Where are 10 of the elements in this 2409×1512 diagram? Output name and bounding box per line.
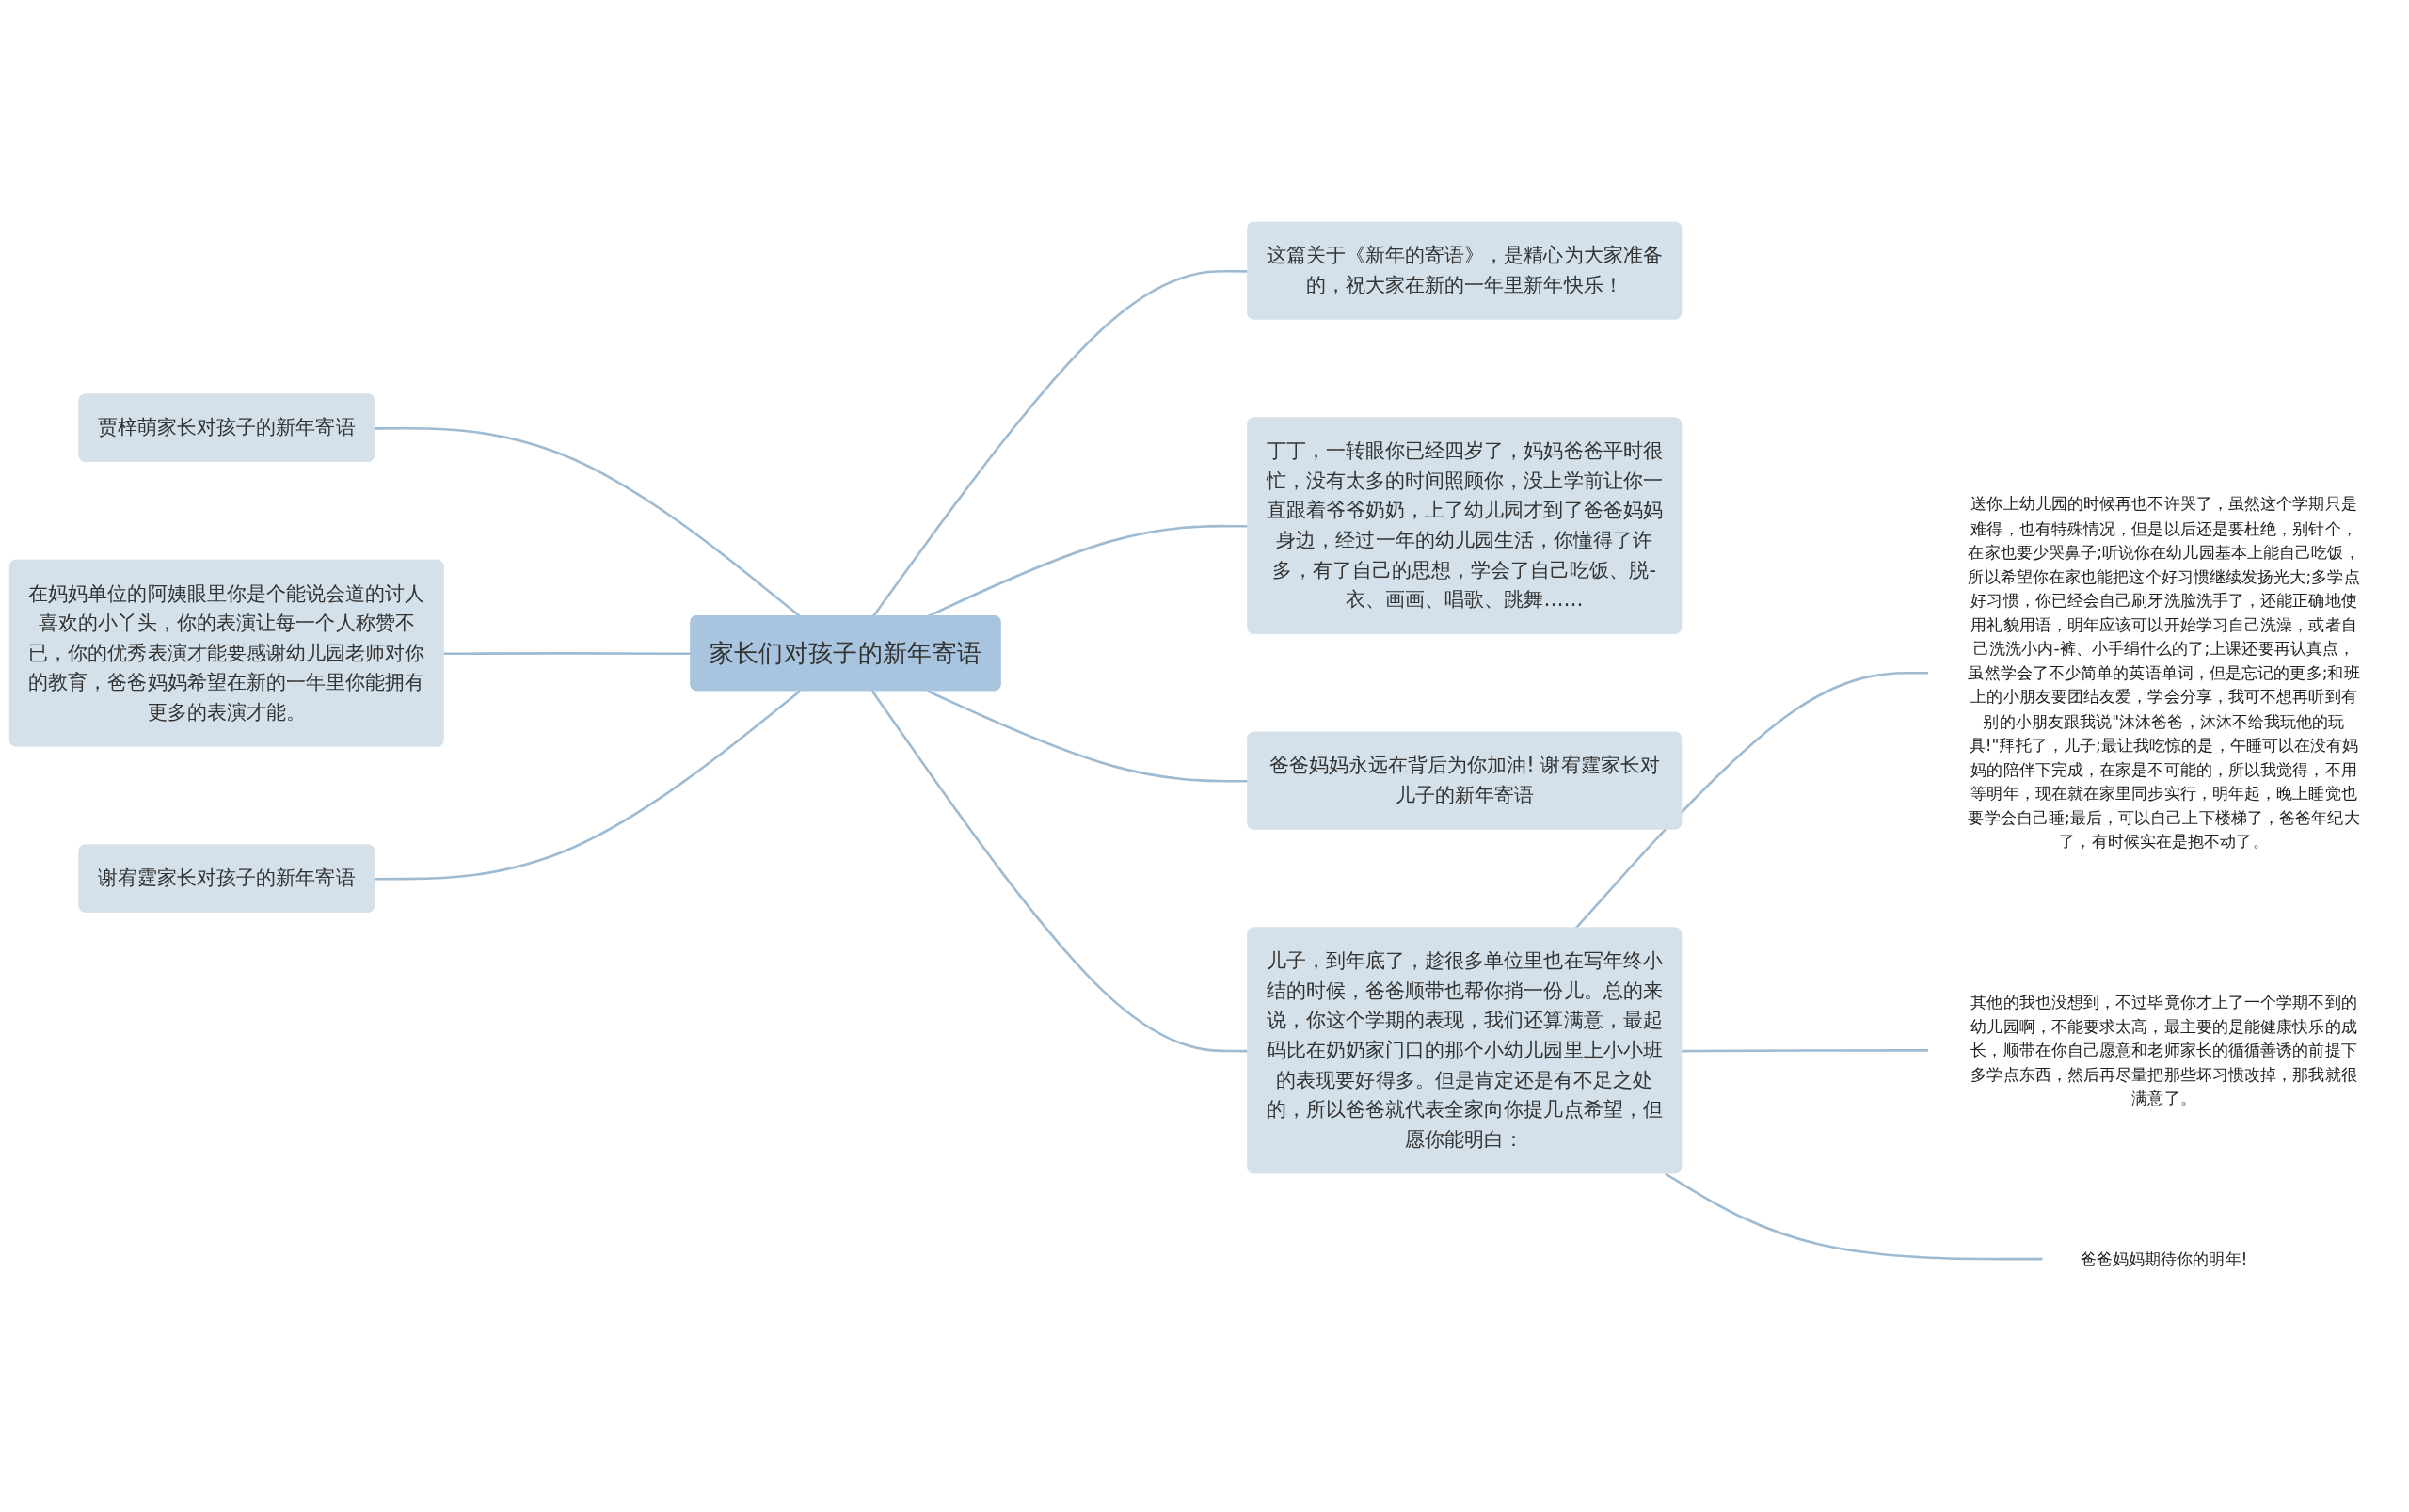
connector	[870, 690, 1249, 1053]
connector	[374, 690, 802, 881]
connector	[1574, 671, 1929, 930]
connector	[1664, 1172, 2044, 1261]
connector	[443, 652, 692, 656]
connector	[1682, 1049, 1929, 1053]
node-text: 其他的我也没想到，不过毕竟你才上了一个学期不到的幼儿园啊，不能要求太高，最主要的是能健康快乐的成长，顺带在你自己愿意和老师家长的循循善诱的前提下多学点东西，然后再尽量把那些坏习惯改掉，那我就很满意了。	[1970, 992, 2357, 1108]
connector	[926, 690, 1249, 783]
node-text: 送你上幼儿园的时候再也不许哭了，虽然这个学期只是难得，也有特殊情况，但是以后还是要杜绝，别针个，在家也要少哭鼻子;听说你在幼儿园基本上能自己吃饭，所以希望你在家也能把这个好习惯继续发扬光大;多学点好习惯，你已经会自己刷牙洗脸洗手了，还能正确地使用礼貌用语，明年应该可以开始学习自己洗澡，或者自己洗洗小内-裤、小手绢什么的了;上课还要再认真点，虽然学会了不少简单的英语单词，但是忘记的更多;和班上的小朋友要团结友爱，学会分享，我可不想再听到有别的小朋友跟我说"沐沐爸爸，沐沐不给我玩他的玩具!"拜托了，儿子;最让我吃惊的是，午睡可以在没有妈妈的陪伴下完成，在家是不可能的，所以我觉得，不用等明年，现在就在家里同步实行，明年起，晚上睡觉也要学会自己睡;最后，可以自己上下楼梯了，爸爸年纪大了，有时候实在是抱不动了。	[1968, 494, 2360, 851]
node-text: 爸爸妈妈期待你的明年!	[2080, 1249, 2248, 1268]
